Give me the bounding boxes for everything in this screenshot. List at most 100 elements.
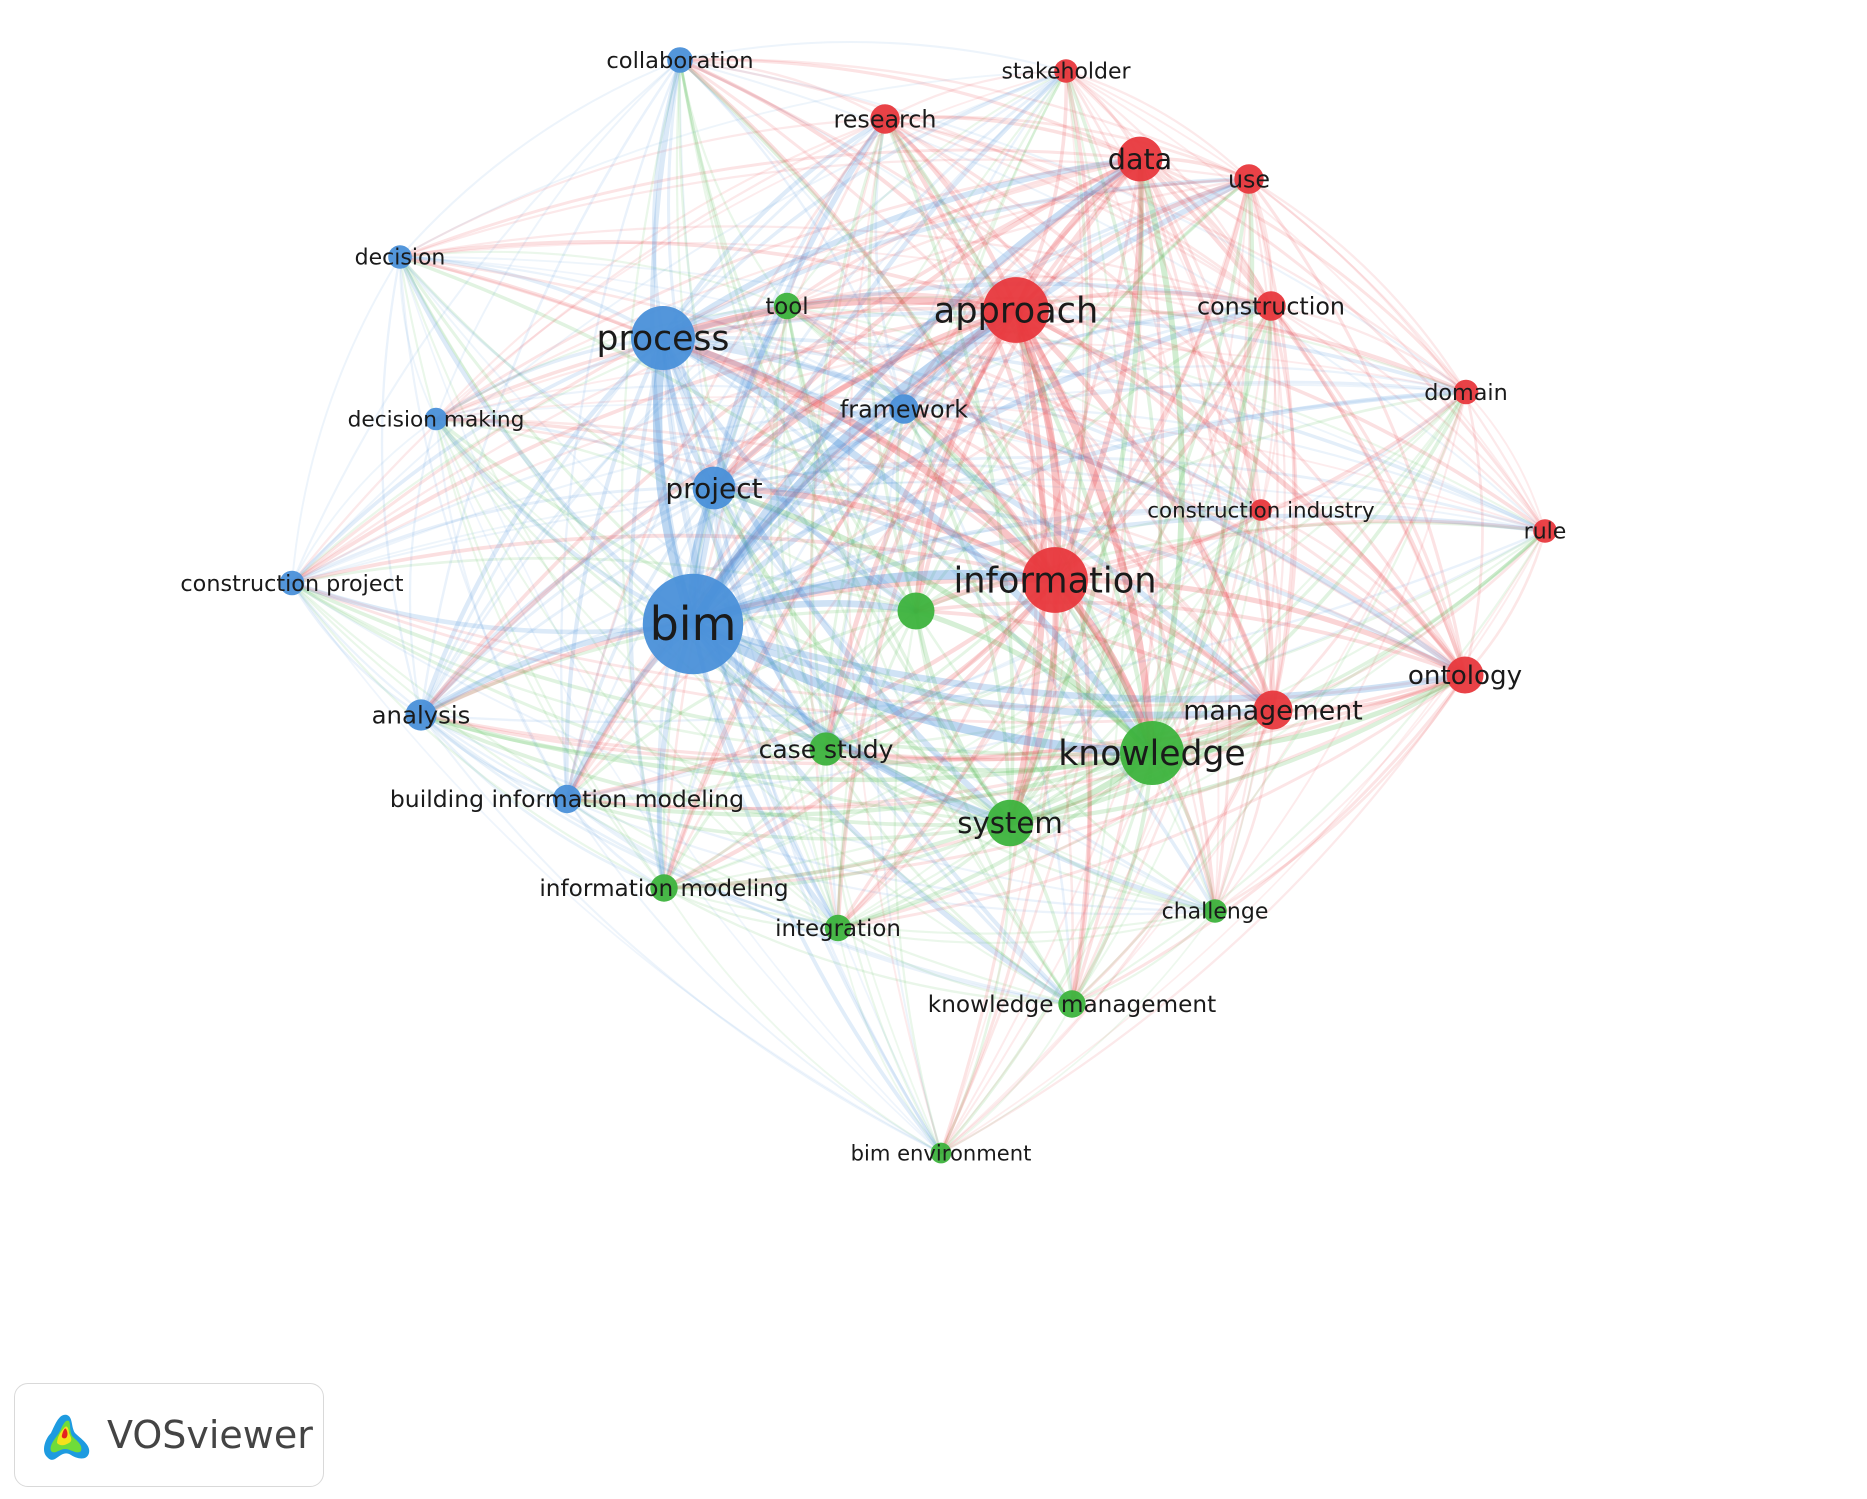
link-research-challenge [883, 117, 1217, 913]
link-collaboration-bim-environment [679, 59, 942, 1154]
link-decision-making-construction-industry [435, 403, 1262, 511]
label-challenge: challenge [1162, 900, 1269, 925]
link-construction-project-data [290, 157, 1142, 585]
link-information-modeling-bim-environment [663, 887, 942, 1154]
node-building-information-modeling[interactable] [552, 784, 582, 814]
node-knowledge-management[interactable] [1058, 990, 1086, 1018]
node-construction[interactable] [1256, 291, 1286, 321]
node-framework[interactable] [889, 394, 919, 424]
node-data[interactable] [1117, 136, 1163, 182]
node-construction-project[interactable] [279, 570, 305, 596]
link-domain-rule [1465, 391, 1546, 532]
link-project-challenge [712, 486, 1217, 913]
link-challenge-bim-environment [940, 910, 1216, 1154]
link-approach-integration [835, 307, 1019, 931]
link-collaboration-project [666, 58, 716, 490]
label-process: process [597, 319, 730, 359]
link-approach-unlabeled-green [913, 307, 1019, 614]
node-stakeholder[interactable] [1054, 59, 1078, 83]
link-process-use [660, 176, 1252, 341]
link-collaboration-knowledge-management [678, 58, 1074, 1006]
link-information-case-study [823, 577, 1058, 752]
link-stakeholder-bim-environment [940, 70, 1085, 1154]
link-project-ontology [711, 485, 1468, 678]
link-construction-project-use [290, 177, 1251, 585]
link-ontology-bim-environment [939, 673, 1467, 1155]
node-knowledge[interactable] [1120, 721, 1184, 785]
node-bim[interactable] [642, 573, 744, 675]
link-framework-information-modeling [662, 407, 906, 890]
link-project-information [711, 485, 1058, 583]
link-data-ontology [1137, 156, 1468, 678]
link-bim-rule [690, 513, 1548, 627]
link-data-system [1007, 156, 1144, 826]
node-domain[interactable] [1453, 379, 1479, 405]
link-collaboration-rule [678, 58, 1547, 533]
node-challenge[interactable] [1203, 899, 1227, 923]
link-research-rule [883, 117, 1547, 533]
node-approach[interactable] [983, 277, 1049, 343]
node-construction-industry[interactable] [1250, 499, 1272, 521]
link-research-information [882, 116, 1058, 583]
link-decision-making-ontology [434, 417, 1467, 677]
link-decision-management [398, 255, 1275, 712]
link-construction-industry-case-study [824, 508, 1263, 751]
label-framework: framework [840, 395, 968, 423]
link-research-bim-environment [846, 118, 942, 1154]
link-building-information-modeling-data [565, 157, 1142, 801]
link-process-research [660, 116, 888, 341]
link-use-integration [836, 177, 1251, 930]
link-collaboration-knowledge [678, 58, 1154, 755]
link-rule-challenge [1214, 530, 1546, 912]
link-project-construction-industry [712, 463, 1263, 512]
node-management[interactable] [1253, 690, 1293, 730]
link-decision-information-modeling [398, 255, 666, 890]
link-decision-making-management [434, 417, 1275, 712]
link-decision-construction-industry [399, 256, 1262, 511]
node-case-study[interactable] [809, 732, 843, 766]
link-process-ontology [660, 335, 1468, 678]
link-analysis-case-study [419, 713, 828, 761]
link-construction-project-challenge [291, 582, 1216, 912]
node-project[interactable] [692, 466, 736, 510]
node-process[interactable] [631, 306, 695, 370]
link-data-rule [1138, 157, 1547, 533]
link-building-information-modeling-stakeholder [565, 69, 1068, 801]
link-collaboration-stakeholder [678, 41, 1068, 73]
link-information-bim-environment [939, 578, 1058, 1155]
node-rule[interactable] [1533, 519, 1557, 543]
node-integration[interactable] [824, 914, 852, 942]
node-tool[interactable] [773, 292, 801, 320]
node-ontology[interactable] [1446, 656, 1484, 694]
link-integration-challenge [836, 909, 1217, 944]
node-analysis[interactable] [405, 699, 437, 731]
link-decision-data [398, 148, 1142, 259]
link-building-information-modeling-approach [564, 307, 1019, 802]
node-research[interactable] [870, 104, 900, 134]
link-project-analysis [419, 486, 716, 717]
node-use[interactable] [1234, 164, 1264, 194]
link-research-tool [785, 117, 887, 308]
link-building-information-modeling-unlabeled-green [565, 609, 918, 801]
node-decision[interactable] [388, 245, 412, 269]
node-decision-making[interactable] [424, 407, 448, 431]
link-information-modeling-knowledge-management [662, 886, 1074, 1006]
link-decision-making-construction-project [291, 418, 437, 584]
node-unlabeled-green[interactable] [897, 592, 935, 630]
node-collaboration[interactable] [667, 47, 693, 73]
link-ontology-challenge [1213, 673, 1467, 913]
link-ontology-tool [785, 304, 1467, 677]
link-decision-tool [398, 250, 789, 308]
link-case-study-system [824, 747, 1012, 825]
link-project-knowledge [711, 485, 1155, 756]
node-information[interactable] [1022, 547, 1088, 613]
node-bim-environment[interactable] [930, 1142, 952, 1164]
link-construction-ontology [1269, 304, 1467, 677]
link-research-knowledge [882, 116, 1155, 756]
link-data-knowledge-management [1070, 157, 1165, 1006]
link-process-unlabeled-green [660, 335, 919, 614]
node-system[interactable] [986, 799, 1034, 847]
link-decision-making-research [434, 117, 887, 421]
link-construction-industry-information-modeling [663, 509, 1262, 889]
node-information-modeling[interactable] [650, 874, 678, 902]
